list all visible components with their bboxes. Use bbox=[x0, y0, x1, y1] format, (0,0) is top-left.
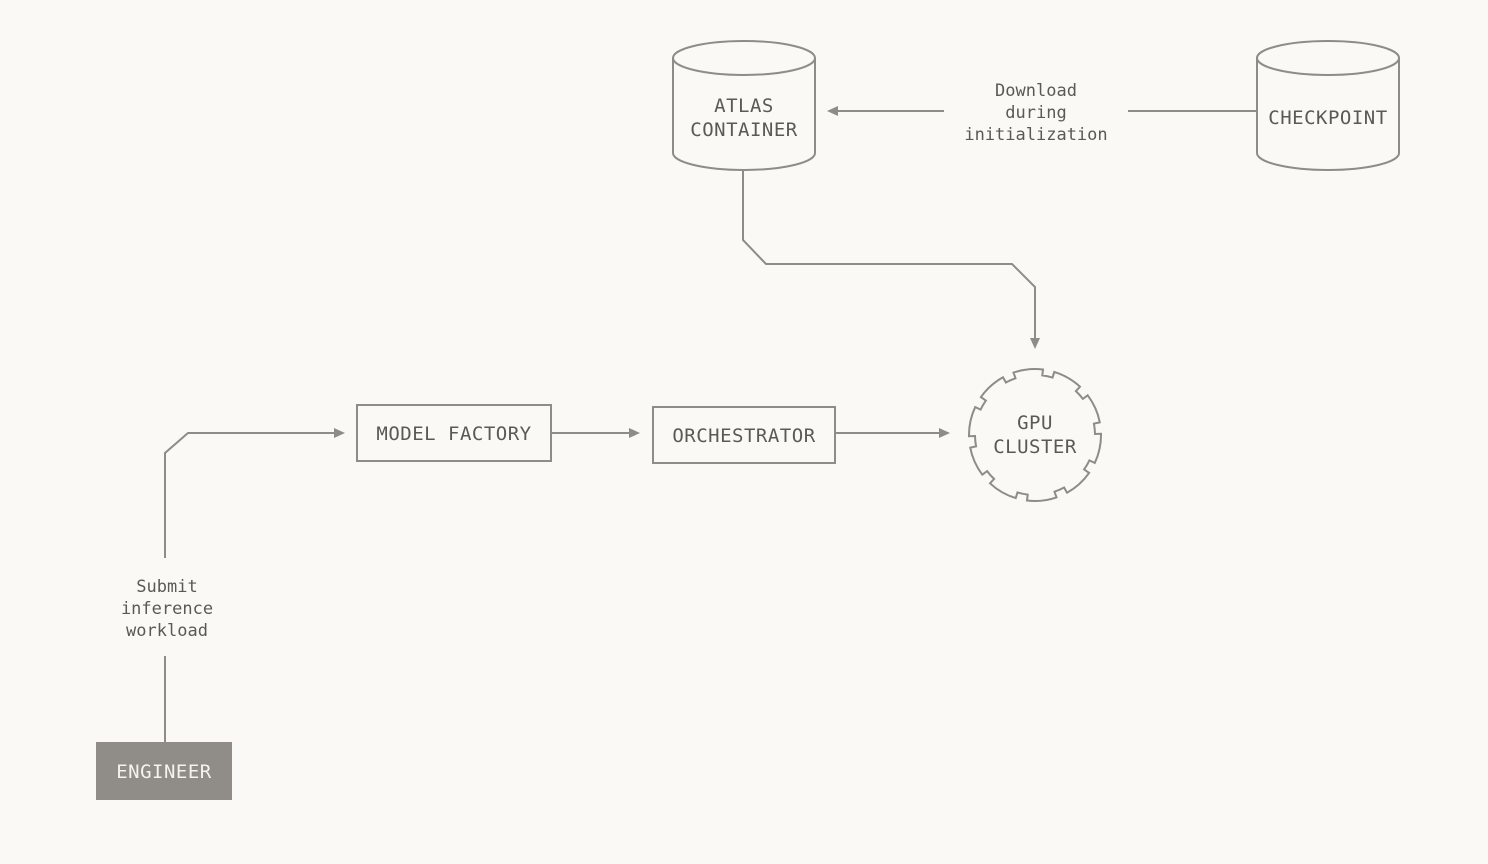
edge-submit-inference-workload: Submit inference workload bbox=[121, 428, 345, 742]
edge-download-during-initialization: Download during initialization bbox=[827, 81, 1258, 145]
edge-label-line-1: Download bbox=[995, 81, 1077, 101]
edge-line-factory-segment bbox=[164, 432, 335, 558]
edge-label-line-3: workload bbox=[126, 621, 208, 641]
arrowhead-to-gpu-cluster bbox=[939, 428, 950, 438]
arrowhead-to-gpu-cluster bbox=[1030, 338, 1040, 349]
edge-label-line-1: Submit bbox=[136, 577, 197, 597]
edge-label-line-3: initialization bbox=[964, 125, 1107, 145]
actor-engineer[interactable]: ENGINEER bbox=[96, 742, 232, 800]
node-box bbox=[652, 406, 836, 464]
node-gpu-cluster[interactable]: GPU CLUSTER bbox=[967, 368, 1103, 502]
node-orchestrator[interactable]: ORCHESTRATOR bbox=[652, 406, 836, 464]
cylinder-icon bbox=[1256, 40, 1400, 171]
node-box bbox=[356, 404, 552, 462]
edge-atlas-to-gpu bbox=[742, 170, 1040, 349]
node-label: CHECKPOINT bbox=[1268, 107, 1387, 129]
cylinder-rim bbox=[1256, 57, 1400, 76]
edge-factory-to-orchestrator bbox=[551, 428, 640, 438]
edge-line-atlas-to-gpu bbox=[742, 170, 1036, 340]
node-label: ORCHESTRATOR bbox=[672, 425, 815, 447]
arrowhead-to-orchestrator bbox=[629, 428, 640, 438]
node-label-line-1: ATLAS bbox=[714, 95, 774, 117]
gear-icon bbox=[967, 368, 1103, 502]
edge-label-line-2: during bbox=[1005, 103, 1066, 123]
node-checkpoint[interactable]: CHECKPOINT bbox=[1256, 40, 1400, 171]
node-label: MODEL FACTORY bbox=[376, 423, 531, 445]
edge-orchestrator-to-gpu bbox=[835, 428, 950, 438]
actor-label: ENGINEER bbox=[116, 761, 212, 783]
cylinder-rim bbox=[672, 57, 816, 76]
node-label-line-1: GPU bbox=[1017, 412, 1053, 434]
actor-box bbox=[96, 742, 232, 800]
node-atlas-container[interactable]: ATLAS CONTAINER bbox=[672, 40, 816, 171]
node-label-line-2: CONTAINER bbox=[690, 119, 798, 141]
arrowhead-to-atlas bbox=[827, 106, 838, 116]
edge-label-line-2: inference bbox=[121, 599, 213, 619]
node-model-factory[interactable]: MODEL FACTORY bbox=[356, 404, 552, 462]
arrowhead-to-model-factory bbox=[334, 428, 345, 438]
node-label-line-2: CLUSTER bbox=[993, 436, 1077, 458]
